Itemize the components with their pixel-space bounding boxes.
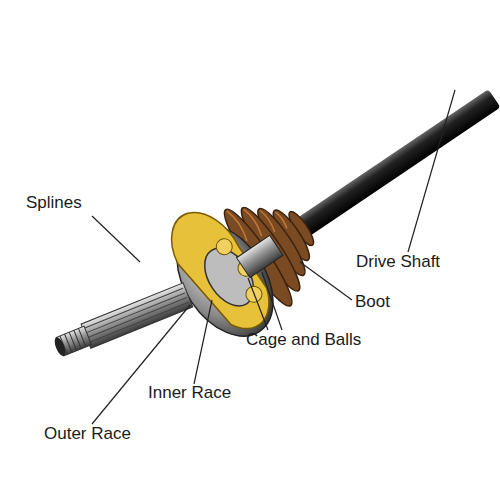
leader-balls	[262, 272, 282, 330]
shaft-neck	[237, 235, 284, 277]
part-label: Drive Shaft	[356, 252, 440, 272]
part-label: Cage and Balls	[246, 330, 361, 350]
leader-drive-shaft	[408, 90, 455, 252]
leader-boot	[300, 262, 352, 300]
stub-end	[53, 336, 68, 358]
stub-art	[51, 283, 192, 360]
spline-lines	[85, 288, 189, 342]
part-label: Outer Race	[44, 424, 131, 444]
leader-inner-race	[194, 300, 212, 384]
leader-cage	[248, 278, 268, 330]
part-label: Boot	[355, 292, 390, 312]
drive-shaft-art	[149, 34, 500, 353]
leader-outer-race	[92, 305, 190, 424]
leader-splines	[92, 216, 140, 262]
part-label: Splines	[26, 193, 82, 213]
leader-lines	[92, 90, 455, 424]
stub-body	[81, 283, 193, 348]
part-label: Inner Race	[148, 383, 231, 403]
